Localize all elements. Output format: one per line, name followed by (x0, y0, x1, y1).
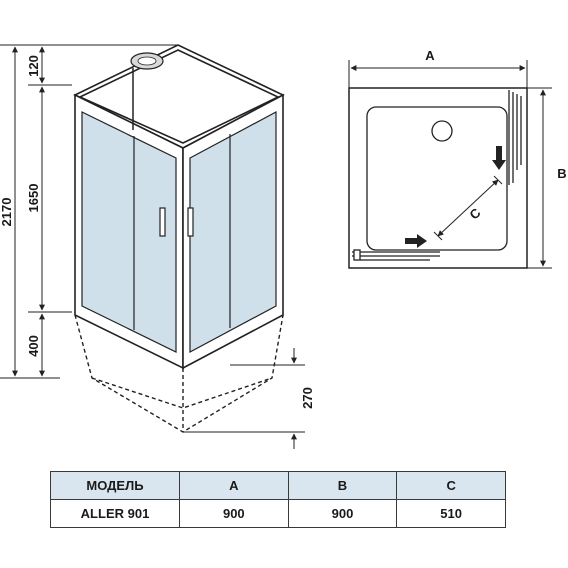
glass-right (189, 110, 277, 354)
door-rails (352, 90, 522, 261)
dim-middle-height: 1650 (26, 184, 41, 213)
cell-b: 900 (287, 499, 398, 528)
cell-c: 510 (396, 499, 506, 528)
door-arrows (405, 146, 506, 248)
cell-model: ALLER 901 (50, 499, 180, 528)
plan-dimension-lines (348, 60, 552, 269)
header-c: C (396, 471, 506, 500)
tray-height-dimension (183, 348, 305, 449)
diagonal-dimension-c (433, 175, 503, 241)
height-dimensions (0, 44, 178, 379)
header-b: B (287, 471, 398, 500)
plan-view: A B C (348, 48, 567, 269)
glass-left (81, 111, 177, 353)
table-row: ALLER 901 900 900 510 (50, 499, 506, 528)
dim-total-height: 2170 (0, 198, 14, 227)
header-a: A (179, 471, 289, 500)
dim-bottom-height: 400 (26, 335, 41, 357)
arrow-right-icon (405, 234, 427, 248)
front-view: 2170 120 1650 400 (0, 44, 315, 449)
door-handles (159, 207, 194, 237)
dim-tray-height: 270 (300, 387, 315, 409)
drain-icon (431, 120, 453, 142)
glass-panels (81, 110, 277, 354)
header-model: МОДЕЛЬ (50, 471, 180, 500)
dim-width-a: A (425, 48, 435, 63)
spec-table: МОДЕЛЬ A B C ALLER 901 900 900 510 (50, 471, 506, 528)
cell-a: 900 (179, 499, 289, 528)
arrow-down-icon (492, 146, 506, 170)
dim-depth-b: B (557, 166, 566, 181)
shower-head-icon (130, 52, 164, 130)
table-header-row: МОДЕЛЬ A B C (50, 471, 506, 500)
dim-top-height: 120 (26, 55, 41, 77)
